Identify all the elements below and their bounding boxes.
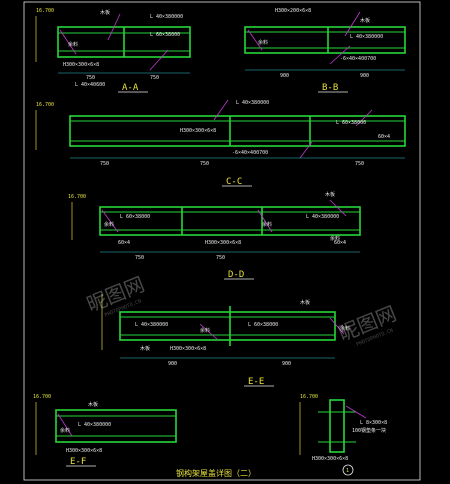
section-caption: A-A [122, 83, 139, 93]
angle-label-2: L 40×380000 [306, 214, 339, 220]
dim-label-2: 750 [216, 255, 225, 261]
angle-label-2: L 60×38000 [150, 32, 180, 38]
mubang-label: 木板 [360, 17, 370, 24]
drawing-title: 钢构架屋盖详图（二） [176, 468, 256, 478]
section-caption: B-B [322, 83, 338, 93]
angle-label: L 60×38000 [120, 214, 150, 220]
yumu-label-2: 余料 [340, 325, 350, 332]
hbeam-label: H300×200×6×8 [275, 8, 311, 14]
x4-label: 60×4 [118, 240, 130, 246]
dim-label-2: 750 [200, 161, 209, 167]
detail-1: 16.700 L 8×300×8 100钢垫条一块 H300×300×6×8 1 [299, 394, 387, 476]
dim-label: 750 [135, 255, 144, 261]
dim-label-2: 900 [360, 73, 369, 79]
section-caption: C-C [226, 177, 242, 187]
angle-label: L 40×380000 [135, 322, 168, 328]
angle-label: L 40×380000 [150, 14, 183, 20]
dim-label: 900 [168, 361, 177, 367]
yumu-label-2: 余料 [262, 221, 272, 228]
bolt-label: 100钢垫条一块 [352, 427, 386, 434]
hbeam-label: H300×300×6×8 [180, 128, 216, 134]
section-bb: H300×200×6×8 木板 余料 L 40×380000 -6×40×400… [244, 8, 406, 93]
section-caption: E-E [248, 377, 264, 387]
mubang-label: 木板 [300, 299, 310, 306]
elev-label: 16.700 [68, 194, 86, 200]
elev-label: 16.700 [36, 102, 54, 108]
watermark-right: 昵图网 PHOTOPHOTO.CN [335, 301, 400, 348]
dim-label: 750 [86, 75, 95, 81]
dim-label: 750 [100, 161, 109, 167]
yumu-label: 余料 [200, 327, 210, 334]
section-cc: 16.700 L 40×380000 H300×300×6×8 L 60×380… [35, 99, 406, 187]
section-ee: 木板 L 40×380000 L 60×38000 余料 余料 木板 H300×… [101, 294, 350, 387]
hbeam-label: H300×300×6×8 [63, 62, 99, 68]
angle-label: L 40×380000 [236, 100, 269, 106]
yumu-label: 余料 [258, 39, 268, 46]
section-ef: 16.700 木板 L 40×380000 余料 H300×300×6×8 E-… [33, 394, 177, 467]
angle-label-2: L 60×38000 [336, 120, 366, 126]
elev-label: 16.700 [36, 8, 54, 14]
hbeam-label: H300×300×6×8 [66, 448, 102, 454]
mubang-label: 木板 [100, 9, 110, 16]
mubang-label: 木板 [325, 191, 335, 198]
hbeam-label: H300×300×6×8 [205, 240, 241, 246]
mubang-label-2: 木板 [140, 345, 150, 352]
sheet-border [23, 1, 421, 481]
mubang-label: 木板 [88, 401, 98, 408]
yumu-label-3: 余料 [330, 235, 340, 242]
x4-label-2: 60×4 [334, 240, 346, 246]
section-caption: D-D [228, 270, 244, 280]
section-dd: 16.700 木板 L 60×38000 L 40×380000 余料 余料 余… [68, 191, 361, 280]
elev-label: 16.700 [33, 394, 51, 400]
hbeam-label: H300×300×6×8 [312, 456, 348, 462]
angle-label: L 40×380000 [78, 422, 111, 428]
dim-label-2: 900 [282, 361, 291, 367]
detail-mark: 1 [346, 468, 349, 474]
dim-label: 900 [280, 73, 289, 79]
angle-label-2: L 60×38000 [248, 322, 278, 328]
angle-label: L 40×380000 [350, 34, 383, 40]
angle-label-3: L 40×40600 [75, 82, 105, 88]
flat-label: -6×40×400700 [232, 150, 268, 156]
x4-label: 60×4 [378, 134, 390, 140]
dim-label-3: 750 [355, 161, 364, 167]
flat-label: -6×40×400700 [340, 56, 376, 62]
elev-label: 16.700 [300, 394, 318, 400]
yumu-label: 余料 [68, 41, 78, 48]
dim-label-2: 750 [150, 75, 159, 81]
plate-label: L 8×300×8 [360, 420, 387, 426]
yumu-label: 余料 [60, 427, 70, 434]
section-aa: 16.700 木板 L 40×380000 L 60×38000 余料 H300… [35, 8, 191, 93]
watermark-left: 昵图网 PHOTOPHOTO.CN [83, 272, 148, 319]
yumu-label: 余料 [104, 221, 114, 228]
section-caption: E-F [70, 457, 86, 467]
hbeam-label: H300×300×6×8 [170, 346, 206, 352]
